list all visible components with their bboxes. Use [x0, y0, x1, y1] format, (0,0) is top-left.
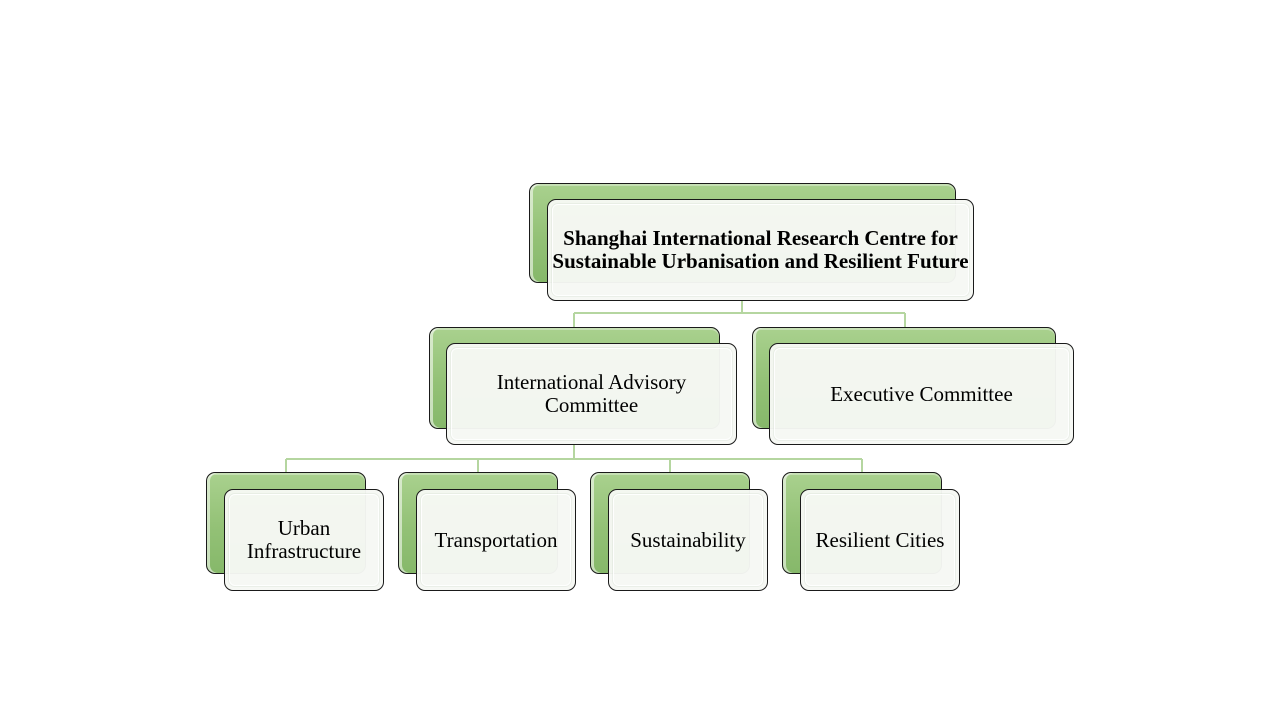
node-label-box: Sustainability [608, 489, 768, 591]
node-label-box: Executive Committee [769, 343, 1074, 445]
node-label: Executive Committee [830, 381, 1013, 406]
node-label: Transportation [434, 527, 558, 552]
node-label-box: Shanghai International Research Centre f… [547, 199, 974, 301]
node-label: Resilient Cities [815, 527, 945, 552]
node-label: Sustainability [630, 527, 746, 552]
node-label: International Advisory Committee [496, 370, 687, 417]
node-label-box: Urban Infrastructure [224, 489, 384, 591]
node-label-box: Transportation [416, 489, 576, 591]
node-label-box: International Advisory Committee [446, 343, 737, 445]
node-label-box: Resilient Cities [800, 489, 960, 591]
node-label: Shanghai International Research Centre f… [552, 226, 969, 273]
node-label: Urban Infrastructure [246, 516, 362, 563]
